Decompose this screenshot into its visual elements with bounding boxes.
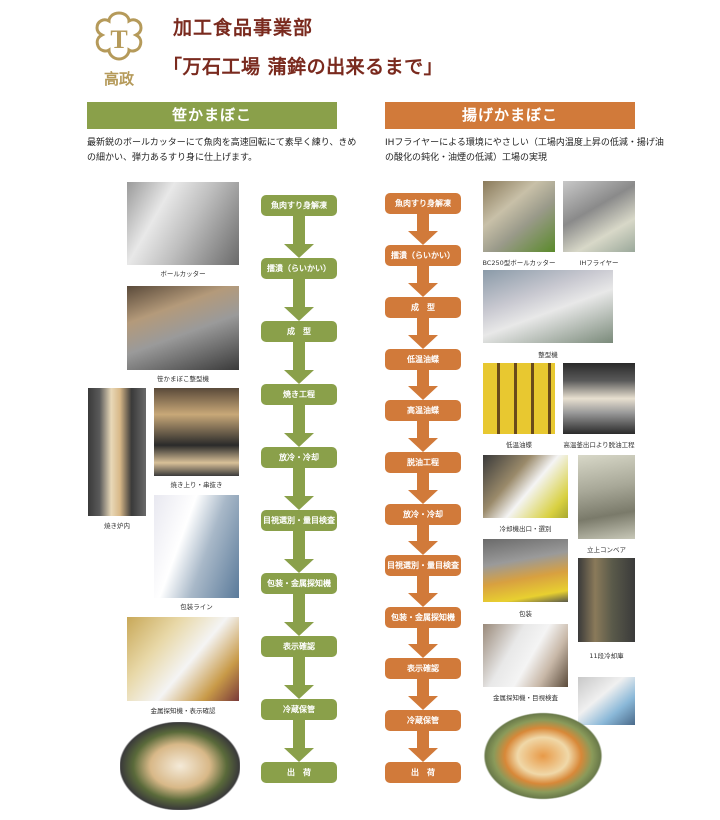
flow-step: 擂潰（らいかい） [385, 245, 461, 266]
photo-caption: 金属探知機・表示確認 [150, 707, 216, 715]
down-arrow-icon [284, 657, 314, 699]
down-arrow-icon [408, 370, 438, 400]
photo-caption: ボールカッター [160, 270, 206, 278]
down-arrow-icon [408, 628, 438, 658]
flow-step: 放冷・冷却 [385, 504, 461, 525]
photo-caption: 包装ライン [180, 603, 213, 611]
down-arrow-icon [408, 525, 438, 555]
down-arrow-icon [408, 679, 438, 710]
down-arrow-icon [284, 216, 314, 258]
department-title: 加工食品事業部 [173, 17, 314, 39]
flow-step: 表示確認 [261, 636, 337, 657]
sasa-forming-machine-photo [127, 286, 239, 370]
photo-caption: BC250型ボールカッター [482, 259, 556, 267]
down-arrow-icon [408, 421, 438, 452]
photo-caption: 冷却機出口・選別 [499, 525, 552, 533]
flow-step: 成 型 [261, 321, 337, 342]
photo-caption: 低温油蝶 [506, 441, 532, 449]
flow-step: 冷蔵保管 [261, 699, 337, 720]
plum-blossom-emblem-icon: T 高政 [95, 11, 143, 88]
down-arrow-icon [408, 576, 438, 607]
down-arrow-icon [284, 594, 314, 636]
ball-cutter-photo [127, 182, 239, 265]
down-arrow-icon [408, 266, 438, 297]
photo-caption: 高温釜出口より脱油工程 [563, 441, 635, 449]
11-tier-cooler-photo [578, 558, 635, 642]
flow-step: 放冷・冷却 [261, 447, 337, 468]
flow-step: 魚肉すり身解凍 [261, 195, 337, 216]
metal-detector-label-check-photo [127, 617, 239, 701]
down-arrow-icon [284, 531, 314, 573]
flow-step: 高温油蝶 [385, 400, 461, 421]
takamasa-logo: T 高政 [88, 8, 150, 88]
flow-step: 魚肉すり身解凍 [385, 193, 461, 214]
bc250-ball-cutter-photo [483, 181, 555, 252]
svg-text:T: T [110, 25, 127, 54]
down-arrow-icon [408, 318, 438, 349]
photo-caption: 立上コンベア [587, 546, 626, 554]
cooler-exit-sorting-photo [483, 455, 568, 518]
metal-detector-visual-inspection-photo [483, 624, 568, 687]
flow-step: 出 荷 [385, 762, 461, 783]
down-arrow-icon [284, 405, 314, 447]
baking-oven-photo [88, 388, 146, 516]
flow-step: 低温油蝶 [385, 349, 461, 370]
down-arrow-icon [408, 473, 438, 504]
age-kamaboko-header: 揚げかまぼこ [385, 102, 635, 129]
lift-conveyor-photo [578, 455, 635, 539]
down-arrow-icon [284, 342, 314, 384]
ih-fryer-photo [563, 181, 635, 252]
packaging-photo [483, 539, 568, 602]
flow-step: 表示確認 [385, 658, 461, 679]
age-kamaboko-description: IHフライヤーによる環境にやさしい（工場内温度上昇の低減・揚げ油の酸化の鈍化・油… [385, 138, 664, 163]
photo-caption: 笹かまぼこ整型機 [157, 375, 209, 383]
flow-step: 擂潰（らいかい） [261, 258, 337, 279]
packaging-line-photo [154, 495, 239, 598]
photo-caption: 11段冷却庫 [589, 652, 624, 660]
flow-step: 目視選別・量目検査 [385, 555, 461, 576]
photo-caption: 焼き上り・串抜き [170, 481, 223, 489]
down-arrow-icon [284, 468, 314, 510]
sasa-kamaboko-description: 最新鋭のボールカッターにて魚肉を高速回転にて素早く練り、きめの細かい、弾力あるす… [87, 138, 357, 163]
flow-step: 目視選別・量目検査 [261, 510, 337, 531]
flow-step: 焼き工程 [261, 384, 337, 405]
high-temp-deoiling-photo [563, 363, 635, 434]
age-kamaboko-dish-photo [483, 712, 603, 800]
low-temp-frying-photo [483, 363, 555, 434]
flow-step: 成 型 [385, 297, 461, 318]
page-subtitle: 「万石工場 蒲鉾の出来るまで」 [163, 56, 444, 78]
flow-step: 包装・金属探知機 [261, 573, 337, 594]
photo-caption: IHフライヤー [579, 259, 619, 267]
flow-step: 出 荷 [261, 762, 337, 783]
photo-caption: 焼き炉内 [104, 522, 130, 530]
photo-caption: 金属探知機・目視検査 [493, 694, 558, 702]
sasa-kamaboko-header: 笹かまぼこ [87, 102, 337, 129]
down-arrow-icon [408, 214, 438, 245]
down-arrow-icon [284, 279, 314, 321]
baked-skewer-removal-photo [154, 388, 239, 476]
sasa-kamaboko-dish-photo [120, 722, 240, 810]
shaping-machine-photo [483, 270, 613, 343]
flow-step: 脱油工程 [385, 452, 461, 473]
down-arrow-icon [284, 720, 314, 762]
photo-caption: 包装 [519, 610, 532, 618]
down-arrow-icon [408, 731, 438, 762]
svg-text:高政: 高政 [104, 70, 135, 88]
photo-caption: 整型機 [538, 351, 558, 359]
flow-step: 包装・金属探知機 [385, 607, 461, 628]
flow-step: 冷蔵保管 [385, 710, 461, 731]
